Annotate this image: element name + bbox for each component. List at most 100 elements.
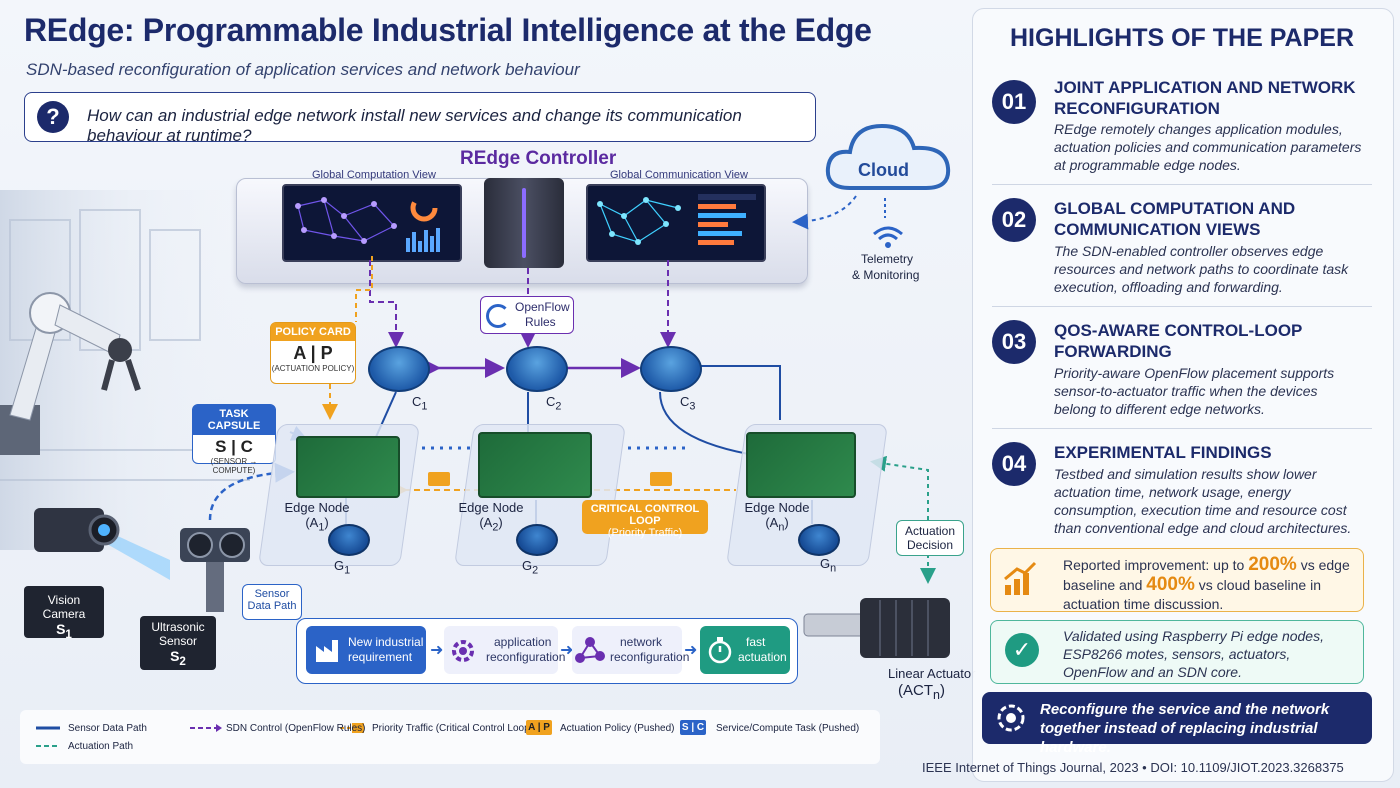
- page-title: REdge: Programmable Industrial Intellige…: [24, 12, 872, 48]
- highlight-01-head-1: JOINT APPLICATION AND NETWORK: [1054, 78, 1356, 97]
- growth-chart-icon: [1004, 561, 1037, 595]
- computation-view-screen: [282, 184, 462, 262]
- citation: IEEE Internet of Things Journal, 2023 • …: [922, 760, 1344, 775]
- takeaway-box: Reconfigure the service and the network …: [982, 692, 1372, 756]
- highlight-separator: [992, 184, 1372, 185]
- highlight-02-text-3: execution, offloading and forwarding.: [1054, 279, 1283, 295]
- flow-step-net-reconfig: network reconfiguration: [572, 626, 689, 674]
- legend-sc-badge: S | C: [680, 720, 706, 735]
- task-capsule-body: S | C: [215, 437, 253, 456]
- policy-card-body: A | P: [293, 343, 333, 363]
- switch-c1-label: C1: [412, 394, 428, 413]
- highlight-01-text-3: at programmable edge nodes.: [1054, 157, 1241, 173]
- network-nodes-icon: [575, 637, 605, 663]
- highlight-03-head-1: QOS-AWARE CONTROL-LOOP: [1054, 321, 1303, 340]
- communication-view-label: Global Communication View: [610, 169, 748, 181]
- legend-sensor: Sensor Data Path: [68, 723, 147, 734]
- highlight-separator: [992, 306, 1372, 307]
- communication-view-screen: [586, 184, 766, 262]
- legend-ap: Actuation Policy (Pushed): [560, 723, 675, 734]
- cloud-improvement-value: 400%: [1146, 574, 1195, 595]
- controller-title: REdge Controller: [460, 148, 617, 169]
- cloud-label: Cloud: [858, 160, 909, 180]
- vision-camera-label: Vision Camera S1: [24, 586, 104, 641]
- raspberry-pi-icon: [296, 436, 400, 498]
- switch-c3-label: C3: [680, 394, 696, 413]
- gear-network-icon: [997, 704, 1025, 732]
- priority-packet-icon: [428, 472, 450, 486]
- highlight-02-head-2: COMMUNICATION VIEWS: [1054, 220, 1261, 239]
- actuation-decision-box: Actuation Decision: [896, 520, 964, 556]
- wifi-icon: [873, 226, 903, 248]
- computation-view-label: Global Computation View: [312, 169, 436, 181]
- linear-actuator-label: Linear Actuator: [888, 666, 976, 681]
- ultrasonic-sensor-icon: [180, 528, 250, 612]
- factory-icon: [316, 640, 338, 662]
- edge-node-a2-label: Edge Node (A2): [458, 500, 524, 534]
- gear-icon: [452, 640, 474, 662]
- validation-box: ✓ Validated using Raspberry Pi edge node…: [990, 620, 1364, 684]
- highlight-02-head-1: GLOBAL COMPUTATION AND: [1054, 199, 1296, 218]
- highlight-01-head-2: RECONFIGURATION: [1054, 99, 1220, 118]
- gateway-g2-label: G2: [522, 558, 539, 577]
- task-capsule-head: TASK CAPSULE: [193, 405, 275, 435]
- task-capsule: TASK CAPSULE S | C (SENSOR → COMPUTE): [192, 404, 276, 475]
- flow-step-app-reconfig: application reconfiguration: [444, 626, 565, 674]
- gateway-g2-icon: [516, 524, 558, 556]
- policy-card-sub: (ACTUATION POLICY): [271, 364, 355, 373]
- actuator-id-label: (ACTn): [898, 682, 945, 702]
- highlight-03-text-3: belong to different edge networks.: [1054, 401, 1265, 417]
- highlight-01-text-1: REdge remotely changes application modul…: [1054, 121, 1343, 137]
- highlight-number-04: 04: [992, 442, 1036, 486]
- highlight-03-text-2: sensor-to-actuator traffic when the devi…: [1054, 383, 1318, 399]
- edge-improvement-value: 200%: [1248, 554, 1297, 575]
- openflow-rules-box: OpenFlow Rules: [480, 296, 574, 334]
- linear-actuator-icon: [803, 598, 950, 658]
- highlight-04-text-2: actuation time, network usage, energy: [1054, 484, 1291, 500]
- task-capsule-sub: (SENSOR → COMPUTE): [210, 457, 258, 475]
- openflow-label-1: OpenFlow: [515, 300, 570, 314]
- legend-swatches: [36, 723, 364, 747]
- edge-node-a1-label: Edge Node (A1): [284, 500, 350, 534]
- switch-c1-icon: [368, 346, 430, 392]
- page-subtitle: SDN-based reconfiguration of application…: [26, 60, 580, 79]
- research-question-text: How can an industrial edge network insta…: [87, 106, 742, 145]
- question-icon: ?: [37, 101, 69, 133]
- flow-step-fast-actuation: fast actuation: [700, 626, 790, 674]
- highlight-02-text-2: resources and network paths to coordinat…: [1054, 261, 1349, 277]
- switch-c2-icon: [506, 346, 568, 392]
- gateway-gn-icon: [798, 524, 840, 556]
- policy-card-head: POLICY CARD: [271, 323, 355, 341]
- vision-camera-icon: [34, 508, 170, 580]
- legend-actuation: Actuation Path: [68, 741, 134, 752]
- research-question-box: ? How can an industrial edge network ins…: [24, 92, 816, 145]
- legend: [20, 710, 880, 764]
- cloud-icon: [825, 123, 951, 190]
- check-icon: ✓: [1005, 633, 1039, 667]
- gateway-g1-icon: [328, 524, 370, 556]
- highlight-number-02: 02: [992, 198, 1036, 242]
- robot-arm-icon: [0, 292, 141, 455]
- legend-ap-badge: A | P: [526, 720, 552, 735]
- critical-control-loop-label: CRITICAL CONTROL LOOP (Priority Traffic): [582, 500, 708, 539]
- raspberry-pi-icon: [478, 432, 592, 498]
- highlight-04-text-3: consumption, execution time and resource…: [1054, 502, 1347, 518]
- gateway-g1-label: G1: [334, 558, 351, 577]
- telemetry-label-2: & Monitoring: [852, 268, 920, 282]
- highlights-title: HIGHLIGHTS OF THE PAPER: [1010, 24, 1354, 52]
- policy-card: POLICY CARD A | P (ACTUATION POLICY): [270, 322, 356, 384]
- flow-arrow-icon: ➜: [560, 642, 574, 659]
- raspberry-pi-icon: [746, 432, 856, 498]
- highlight-03-text-1: Priority-aware OpenFlow placement suppor…: [1054, 365, 1335, 381]
- highlight-01-text-2: actuation policies and communication par…: [1054, 139, 1362, 155]
- sensor-data-path-box: Sensor Data Path: [242, 584, 302, 620]
- stopwatch-icon: [708, 637, 732, 664]
- legend-priority: Priority Traffic (Critical Control Loop): [372, 723, 533, 734]
- telemetry-label-1: Telemetry: [861, 252, 914, 266]
- flow-step-requirement: New industrial requirement: [306, 626, 426, 674]
- ultrasonic-sensor-label: Ultrasonic Sensor S2: [140, 616, 216, 670]
- legend-sc: Service/Compute Task (Pushed): [716, 723, 860, 734]
- highlight-02-text-1: The SDN-enabled controller observes edge: [1054, 243, 1324, 259]
- highlight-separator: [992, 428, 1372, 429]
- flow-arrow-icon: ➜: [430, 642, 444, 659]
